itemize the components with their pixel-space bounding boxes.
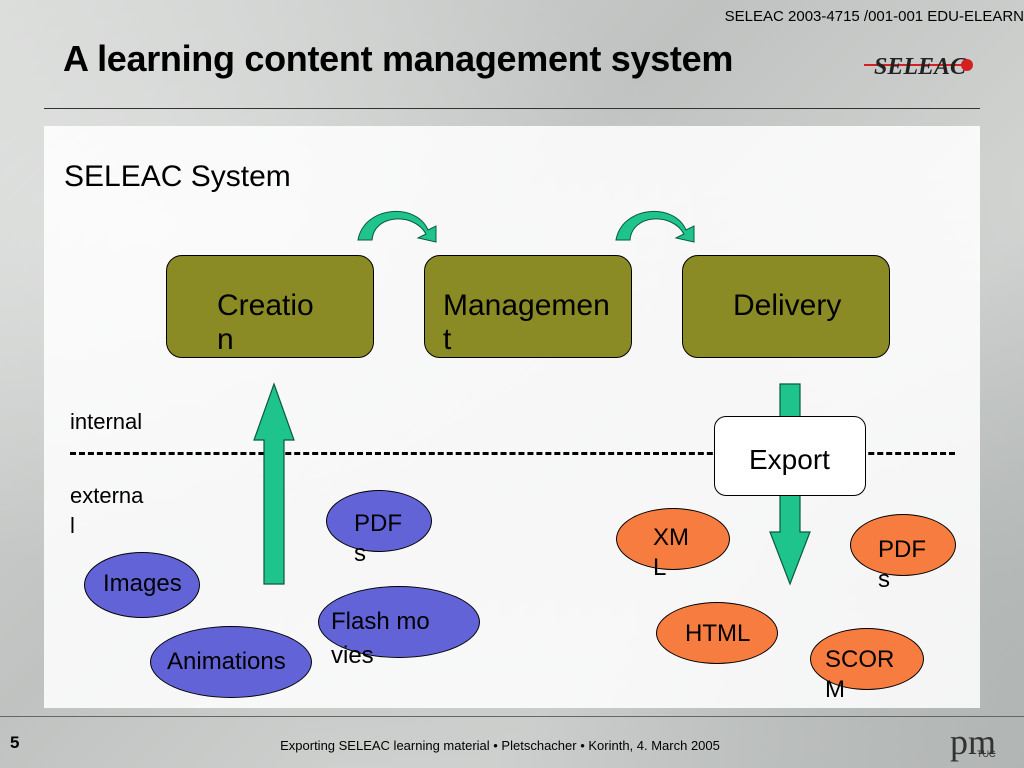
boundary-line bbox=[70, 452, 955, 455]
title-divider bbox=[44, 108, 980, 109]
stage-management-label: Management bbox=[443, 289, 610, 356]
export-box: Export bbox=[714, 416, 866, 496]
up-arrow-icon bbox=[253, 382, 295, 585]
external-label: external bbox=[70, 483, 144, 538]
output-xml-label: XML bbox=[653, 524, 689, 581]
input-animations-label: Animations bbox=[167, 648, 286, 675]
pm-tuc-logo: pm bbox=[950, 722, 997, 762]
seleac-logo: SELEAC bbox=[864, 54, 973, 80]
input-images-label: Images bbox=[103, 570, 182, 597]
output-pdfs-ellipse: PDFs bbox=[850, 514, 956, 593]
page-number: 5 bbox=[10, 733, 20, 752]
input-flash-movies-label: Flash movies bbox=[331, 608, 430, 669]
header-reference: SELEAC 2003-4715 /001-001 EDU-ELEARN bbox=[724, 8, 1024, 25]
output-xml-ellipse: XML bbox=[616, 508, 730, 581]
curved-arrow-icon bbox=[615, 210, 695, 243]
input-images-ellipse: Images bbox=[84, 552, 200, 618]
output-html-ellipse: HTML bbox=[656, 602, 778, 664]
seleac-logo-text: SELEAC bbox=[874, 54, 967, 80]
output-html-label: HTML bbox=[685, 620, 751, 647]
stage-delivery-label: Delivery bbox=[733, 289, 842, 322]
input-flash-movies-ellipse: Flash movies bbox=[318, 586, 480, 669]
system-title: SELEAC System bbox=[64, 160, 291, 193]
stage-creation-box: Creation bbox=[166, 255, 374, 358]
stage-creation-label: Creation bbox=[217, 289, 314, 356]
input-pdfs-ellipse: PDFs bbox=[326, 490, 432, 567]
slide-title: A learning content management system bbox=[63, 38, 734, 79]
input-pdfs-label: PDFs bbox=[354, 510, 402, 567]
internal-label: internal bbox=[70, 409, 143, 434]
input-animations-ellipse: Animations bbox=[150, 626, 312, 698]
output-pdfs-label: PDFs bbox=[878, 536, 926, 593]
curved-arrow-icon bbox=[357, 210, 437, 243]
footer-text: Exporting SELEAC learning material • Ple… bbox=[280, 738, 720, 753]
output-scorm-label: SCORM bbox=[825, 646, 895, 703]
pm-tuc-logo-sub: TUC bbox=[977, 749, 996, 759]
output-scorm-ellipse: SCORM bbox=[810, 628, 924, 703]
stage-management-box: Management bbox=[424, 255, 632, 358]
footer-divider bbox=[0, 716, 1024, 717]
export-label: Export bbox=[749, 444, 830, 475]
stage-delivery-box: Delivery bbox=[682, 255, 890, 358]
